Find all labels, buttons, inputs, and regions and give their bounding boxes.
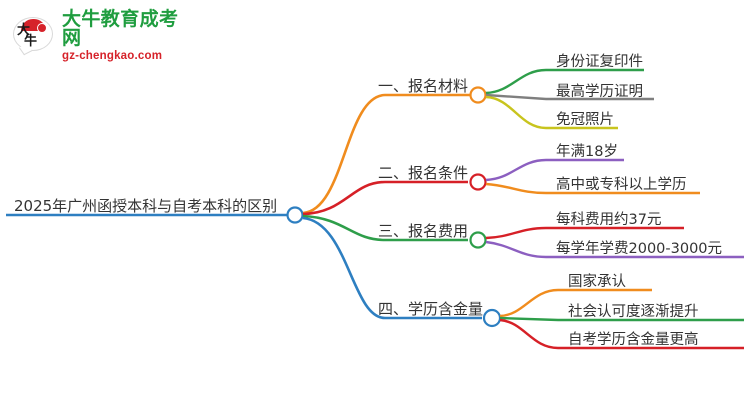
logo-glyph-top: 大 — [17, 23, 30, 38]
leaf-label: 最高学历证明 — [556, 83, 643, 100]
branch-1-group[interactable]: 一、报名材料 身份证复印件 最高学历证明 免冠照片 — [302, 52, 654, 215]
logo-red-dot-shape — [36, 23, 47, 33]
branch-1-connector — [302, 93, 470, 215]
branch-2-leaf-1-connector — [485, 158, 624, 182]
branch-3-leaf-1-connector — [485, 226, 684, 240]
leaf-label: 身份证复印件 — [556, 52, 643, 70]
site-logo[interactable]: 大 牛 大牛教育成考网 gz-chengkao.com — [12, 7, 187, 63]
branch-4-leaf-3-connector — [499, 318, 744, 350]
logo-text-group: 大牛教育成考网 gz-chengkao.com — [62, 7, 187, 63]
branch-3-group[interactable]: 三、报名费用 每科费用约37元 每学年学费2000-3000元 — [302, 211, 744, 259]
branch-4-leaf-2-connector — [499, 316, 744, 322]
leaf-label: 高中或专科以上学历 — [556, 176, 687, 193]
leaf-label: 年满18岁 — [556, 143, 618, 160]
leaf-label: 社会认可度逐渐提升 — [568, 303, 699, 320]
branch-3-leaf-2-connector — [485, 240, 744, 259]
leaf-label: 免冠照片 — [556, 111, 614, 128]
branch-4-label: 四、学历含金量 — [378, 300, 483, 318]
root-node-circle[interactable] — [286, 206, 304, 224]
branch-4-leaf-1-connector — [499, 288, 652, 318]
branch-3-node-circle[interactable] — [469, 231, 487, 249]
branch-2-node-circle[interactable] — [469, 173, 487, 191]
branch-1-leaf-1-connector — [485, 68, 644, 95]
leaf-label: 每学年学费2000-3000元 — [556, 240, 722, 257]
branch-2-label: 二、报名条件 — [378, 164, 468, 182]
branch-2-leaf-2-connector — [485, 182, 700, 195]
logo-site-domain: gz-chengkao.com — [62, 49, 163, 62]
leaf-label: 国家承认 — [568, 273, 626, 290]
branch-3-connector — [302, 214, 468, 242]
branch-1-label: 一、报名材料 — [378, 77, 468, 95]
logo-glyph-bottom: 牛 — [24, 34, 37, 49]
logo-glyph-text: 大 牛 — [17, 23, 49, 49]
root-node[interactable]: 2025年广州函授本科与自考本科的区别 — [6, 197, 304, 224]
branch-2-connector — [302, 180, 468, 216]
root-label: 2025年广州函授本科与自考本科的区别 — [14, 197, 277, 215]
branch-1-node-circle[interactable] — [469, 86, 487, 104]
branch-2-group[interactable]: 二、报名条件 年满18岁 高中或专科以上学历 — [302, 143, 700, 216]
branch-4-connector — [302, 216, 482, 320]
branch-4-node-circle[interactable] — [482, 308, 502, 328]
branch-1-leaf-2-connector — [485, 93, 654, 101]
logo-site-name: 大牛教育成考网 — [62, 7, 179, 49]
branch-4-group[interactable]: 四、学历含金量 国家承认 社会认可度逐渐提升 自考学历含金量更高 — [302, 216, 744, 350]
leaf-label: 自考学历含金量更高 — [568, 331, 699, 348]
branch-1-leaf-3-connector — [485, 95, 618, 130]
leaf-label: 每科费用约37元 — [556, 211, 661, 228]
branch-3-label: 三、报名费用 — [378, 222, 468, 240]
bull-logo-icon: 大 牛 — [12, 14, 56, 58]
